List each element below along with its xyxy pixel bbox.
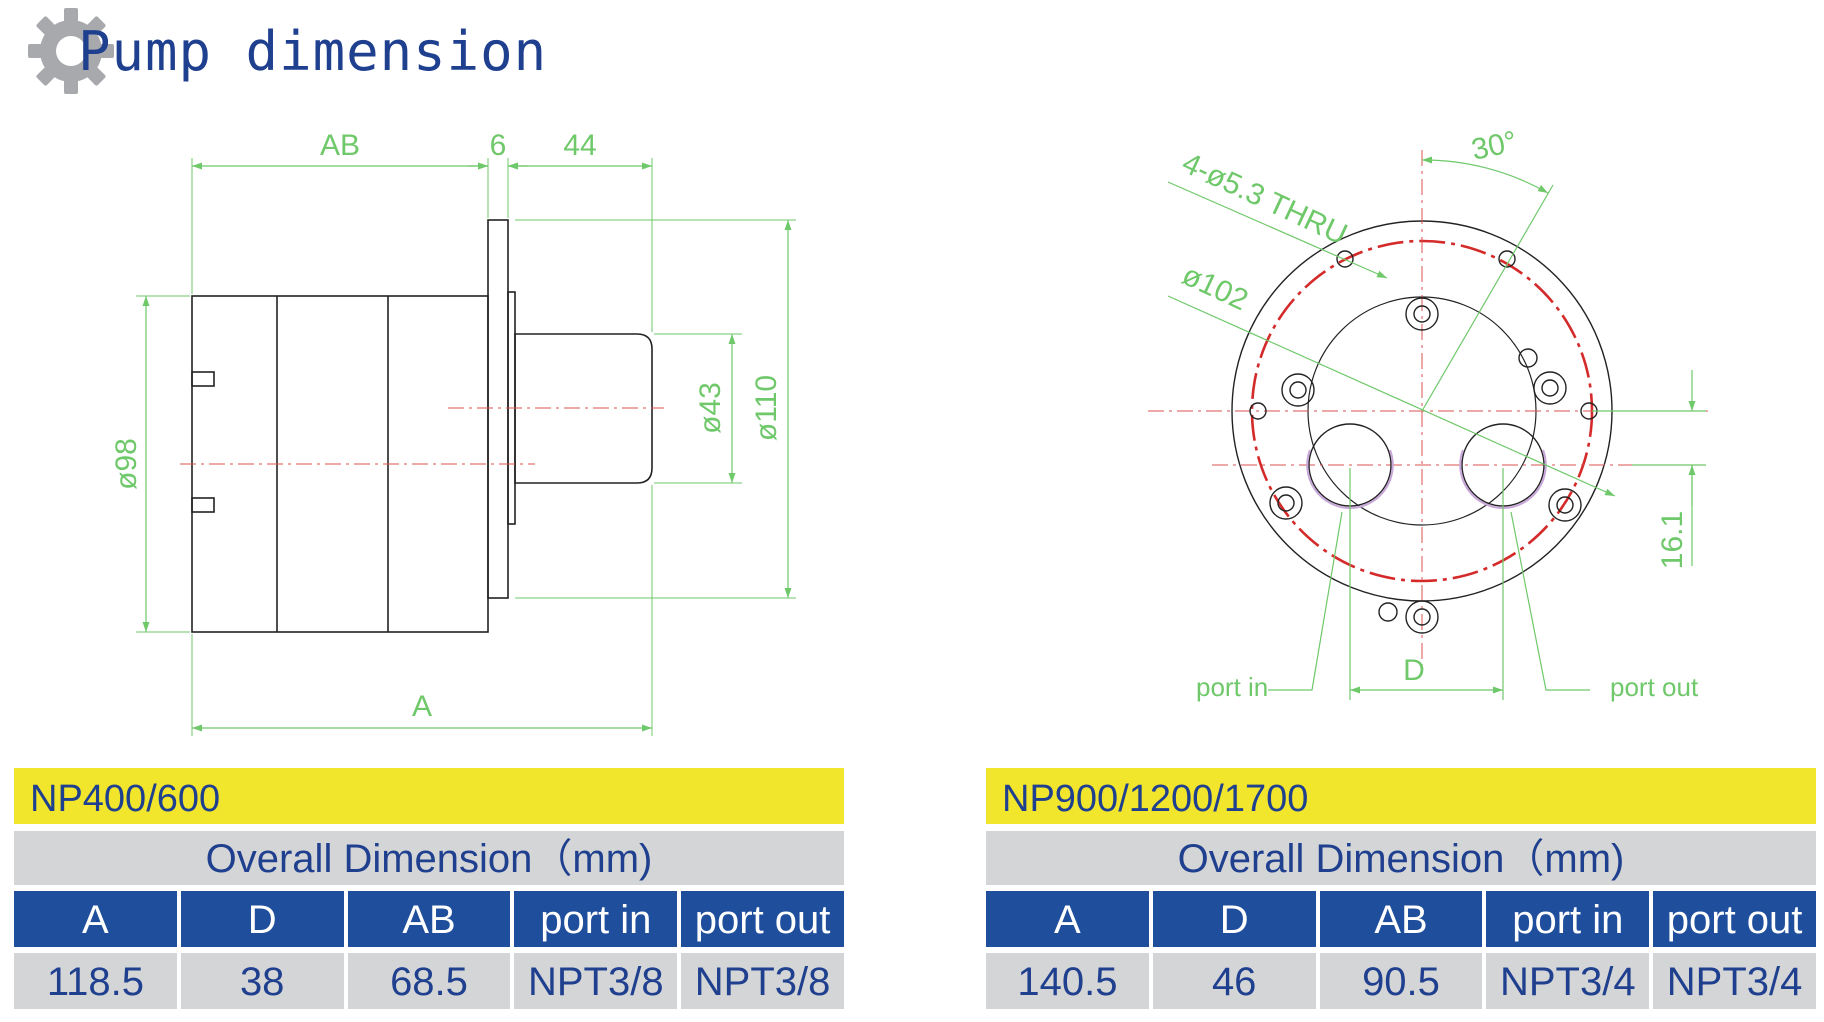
front-view: 4-ø5.3 THRU ø102 30° 16.1 D port in port…	[1148, 125, 1708, 702]
value-AB: 90.5	[1319, 953, 1483, 1009]
spec-table-np400-600: NP400/600 Overall Dimension（mm) A D AB p…	[14, 768, 844, 1015]
header-AB: AB	[1319, 891, 1483, 947]
gear-icon	[28, 8, 114, 94]
side-extension-lines	[136, 158, 796, 736]
value-port-in: NPT3/8	[514, 953, 678, 1009]
table-header-row: A D AB port in port out	[14, 891, 844, 947]
side-view: AB 6 44 ø98 ø43 ø110 A	[110, 129, 796, 736]
header-A: A	[986, 891, 1149, 947]
dim-shaft-label: 44	[563, 129, 596, 162]
flange-outline	[487, 219, 516, 599]
table-header-row: A D AB port in port out	[986, 891, 1816, 947]
model-name: NP900/1200/1700	[986, 768, 1816, 824]
header-A: A	[14, 891, 177, 947]
header-AB: AB	[347, 891, 511, 947]
side-dimension-lines	[142, 162, 792, 732]
page-header: Pump dimension	[28, 2, 628, 102]
dim-d102-label: ø102	[1177, 258, 1253, 317]
table-subtitle: Overall Dimension（mm)	[986, 831, 1816, 885]
dim-d110-label: ø110	[750, 375, 783, 441]
table-row: 118.5 38 68.5 NPT3/8 NPT3/8	[14, 953, 844, 1009]
front-dimension-lines	[1167, 156, 1706, 700]
table-subtitle: Overall Dimension（mm)	[14, 831, 844, 885]
port-in-label: port in	[1196, 672, 1268, 702]
header-port-out: port out	[681, 891, 844, 947]
dim-D-label: D	[1403, 654, 1425, 687]
header-D: D	[1152, 891, 1316, 947]
side-centerlines	[180, 407, 664, 465]
table-row: 140.5 46 90.5 NPT3/4 NPT3/4	[986, 953, 1816, 1009]
dim-A-label: A	[412, 690, 432, 723]
value-port-out: NPT3/8	[681, 953, 844, 1009]
header-port-in: port in	[514, 891, 678, 947]
ports	[1306, 423, 1547, 510]
value-A: 118.5	[14, 953, 177, 1009]
value-A: 140.5	[986, 953, 1149, 1009]
shaft-outline	[514, 333, 653, 484]
value-port-out: NPT3/4	[1653, 953, 1816, 1009]
value-D: 46	[1152, 953, 1316, 1009]
port-out-label: port out	[1610, 672, 1699, 702]
dim-AB-label: AB	[320, 129, 360, 162]
header-port-out: port out	[1653, 891, 1816, 947]
header-D: D	[180, 891, 344, 947]
technical-drawing: AB 6 44 ø98 ø43 ø110 A	[110, 125, 1708, 736]
spec-table-np900-1200-1700: NP900/1200/1700 Overall Dimension（mm) A …	[986, 768, 1816, 1015]
body-bolts	[1269, 297, 1582, 634]
dim-d43-label: ø43	[694, 382, 727, 434]
mounting-holes	[1249, 250, 1598, 420]
model-name: NP400/600	[14, 768, 844, 824]
dim-d98-label: ø98	[110, 438, 143, 490]
value-AB: 68.5	[347, 953, 511, 1009]
page-title: Pump dimension	[78, 20, 548, 83]
value-D: 38	[180, 953, 344, 1009]
angle-label: 30°	[1469, 125, 1520, 167]
value-port-in: NPT3/4	[1486, 953, 1650, 1009]
header-port-in: port in	[1486, 891, 1650, 947]
holes-note-label: 4-ø5.3 THRU	[1177, 146, 1352, 251]
dim-offset-label: 16.1	[1656, 511, 1689, 569]
dim-flange-label: 6	[490, 129, 507, 162]
